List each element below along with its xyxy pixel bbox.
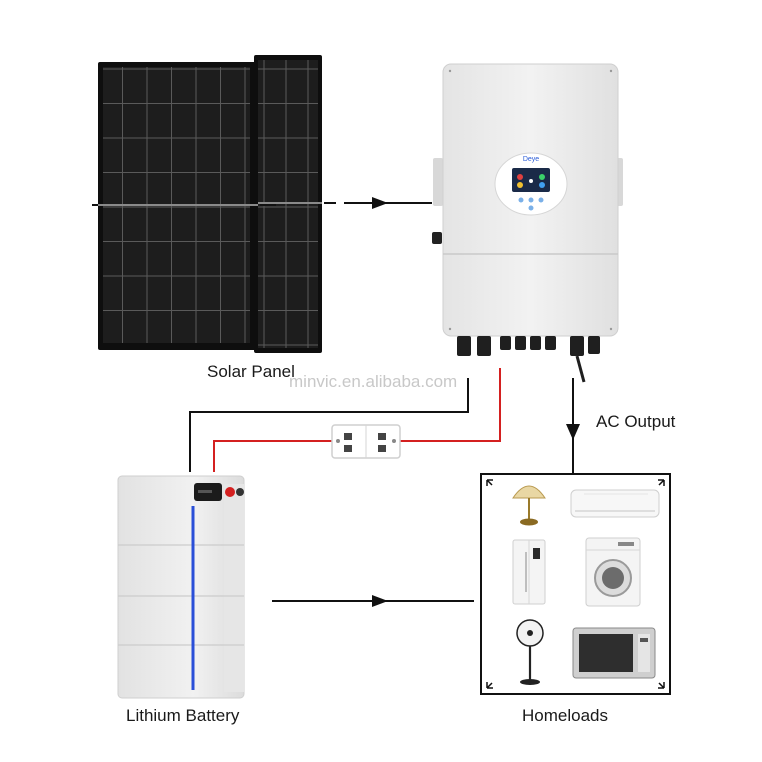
air-conditioner-icon xyxy=(570,489,660,518)
fan-icon xyxy=(516,619,544,685)
solar-panel-label: Solar Panel xyxy=(207,362,295,381)
battery-to-homeloads-link xyxy=(272,595,474,607)
lithium-battery-icon xyxy=(117,475,245,699)
washing-machine-icon xyxy=(585,537,641,607)
solar-panel-icon xyxy=(92,55,322,353)
homeloads-label: Homeloads xyxy=(522,706,608,725)
inverter-brand: Deye xyxy=(523,156,539,163)
inverter-icon: Deye xyxy=(432,63,623,383)
lamp-icon xyxy=(512,485,546,526)
lithium-battery-label: Lithium Battery xyxy=(126,706,240,725)
ac-output-label: AC Output xyxy=(596,412,676,431)
dc-breaker-icon xyxy=(331,424,401,459)
dc-link-panel-to-inverter xyxy=(324,197,432,209)
watermark-text: minvic.en.alibaba.com xyxy=(289,372,458,391)
fridge-icon xyxy=(512,539,546,605)
solar-panel-front xyxy=(98,62,258,350)
microwave-icon xyxy=(572,627,656,679)
ac-output-link xyxy=(566,378,580,474)
